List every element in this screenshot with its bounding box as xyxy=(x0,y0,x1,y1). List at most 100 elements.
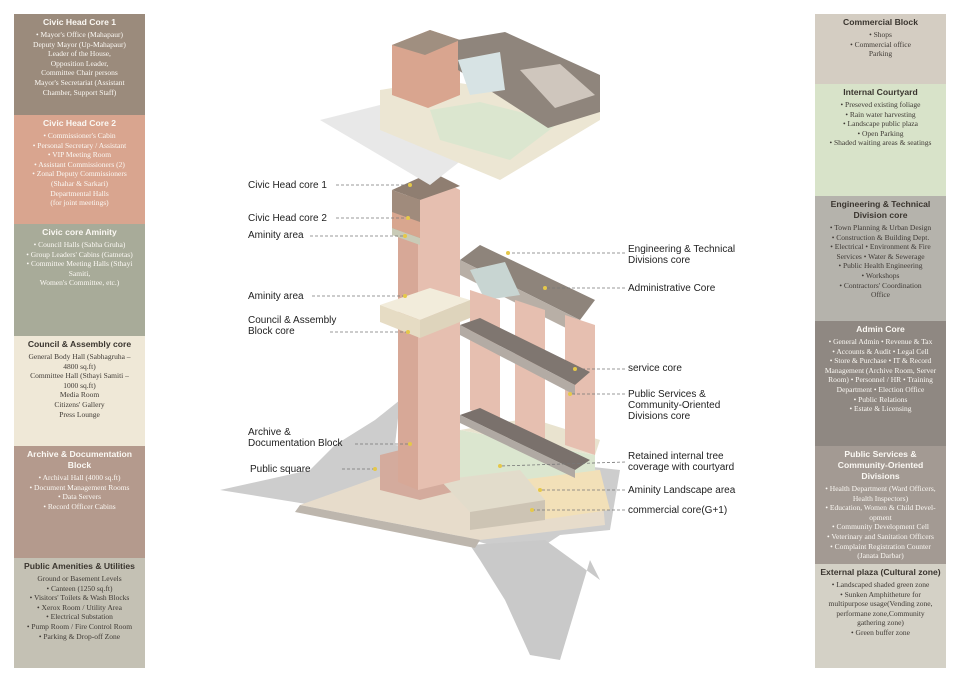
legend-item: • Construction & Building Dept. xyxy=(831,232,930,242)
legend-item: • Assistant Commissioners (2) xyxy=(34,159,125,169)
legend-panel-list: • Landscaped shaded green zone• Sunken A… xyxy=(819,580,942,638)
legend-item: • Store & Purchase • IT & Record xyxy=(829,356,932,366)
legend-panel-civic-head-core-2: Civic Head Core 2• Commissioner's Cabin•… xyxy=(14,115,145,224)
legend-panel-list: • Mayor's Office (Mahapaur)Deputy Mayor … xyxy=(18,30,141,97)
legend-panel-title: Public Amenities & Utilities xyxy=(24,561,135,571)
legend-item: Mayor's Secretariat (Assistant xyxy=(34,77,125,87)
legend-item: • Document Management Rooms xyxy=(29,482,130,492)
legend-item: • Electrical • Environment & Fire xyxy=(830,242,931,252)
legend-item: • Zonal Deputy Commissioners xyxy=(32,169,127,179)
legend-item: • Rain water harvesting xyxy=(845,109,916,119)
legend-item: Departmental Halls xyxy=(50,188,109,198)
legend-panel-list: • Preseved existing foliage• Rain water … xyxy=(819,100,942,148)
legend-item: • Preseved existing foliage xyxy=(840,100,921,109)
legend-panel-archive-documentation-block: Archive & Documentation Block • Archival … xyxy=(14,446,145,558)
legend-item: Women's Committee, etc.) xyxy=(39,278,120,288)
legend-item: • Shops xyxy=(869,30,892,39)
legend-panel-list: Ground or Basement Levels• Canteen (1250… xyxy=(18,574,141,641)
admin-stack xyxy=(460,245,595,478)
label-administrative-core: Administrative Core xyxy=(628,283,716,294)
legend-item: (Shahar & Sarkari) xyxy=(50,178,109,188)
legend-panel-civic-core-aminity: Civic core Aminity• Council Halls (Sabha… xyxy=(14,224,145,336)
legend-panel-admin-core: Admin Core• General Admin • Revenue & Ta… xyxy=(815,321,946,446)
label-public-services-core: Public Services & Community-Oriented Div… xyxy=(628,389,721,422)
legend-panel-list: • Town Planning & Urban Design• Construc… xyxy=(819,223,942,300)
legend-item: Office xyxy=(870,290,891,300)
legend-panel-title: Internal Courtyard xyxy=(843,87,918,97)
legend-item: Parking xyxy=(868,49,893,59)
legend-panel-title: External plaza (Cultural zone) xyxy=(820,567,941,577)
legend-item: • Commercial office xyxy=(850,39,911,49)
legend-panel-list: General Body Hall (Sabhagruha –4800 sq.f… xyxy=(18,352,141,419)
legend-item: • Canteen (1250 sq.ft) xyxy=(46,583,113,593)
main-tower xyxy=(392,172,460,490)
legend-panel-title: Engineering & Technical Division core xyxy=(830,199,931,220)
legend-panel-title: Archive & Documentation Block xyxy=(26,449,133,470)
legend-item: • Electrical Substation xyxy=(46,612,113,622)
legend-panel-list: • Commissioner's Cabin• Personal Secreta… xyxy=(18,131,141,208)
legend-panel-list: • Archival Hall (4000 sq.ft)• Document M… xyxy=(18,473,141,511)
label-aminity-landscape-area: Aminity Landscape area xyxy=(628,485,736,496)
label-retained-tree-coverage: Retained internal tree coverage with cou… xyxy=(628,451,735,473)
legend-item: • Veterinary and Sanitation Officers xyxy=(827,531,934,541)
legend-item: • Data Servers xyxy=(57,492,102,502)
legend-item: • Town Planning & Urban Design xyxy=(829,223,932,232)
legend-item: Room) • Personnel / HR • Training xyxy=(828,375,933,385)
legend-item: • Xerox Room / Utility Area xyxy=(37,602,122,612)
legend-item: Department • Election Office xyxy=(836,384,925,394)
legend-item: • VIP Meeting Room xyxy=(47,150,112,160)
legend-item: Committee Chair persons xyxy=(41,68,118,78)
legend-panel-list: • Council Halls (Sabha Gruha)• Group Lea… xyxy=(18,240,141,288)
legend-item: • Landscape public plaza xyxy=(843,119,918,129)
label-aminity-area-lower: Aminity area xyxy=(248,291,304,302)
top-roof-cluster xyxy=(320,30,600,185)
legend-panel-list: • General Admin • Revenue & Tax• Account… xyxy=(819,337,942,414)
legend-item: • Community Development Cell xyxy=(832,522,929,532)
legend-panel-commercial-block: Commercial Block • Shops• Commercial offi… xyxy=(815,14,946,84)
legend-item: • General Admin • Revenue & Tax xyxy=(828,337,933,346)
legend-item: • Council Halls (Sabha Gruha) xyxy=(33,240,126,249)
legend-panel-title: Civic Head Core 1 xyxy=(42,17,117,27)
legend-item: Ground or Basement Levels xyxy=(37,574,122,583)
legend-item: • Commissioner's Cabin xyxy=(43,131,116,140)
legend-item: • Mayor's Office (Mahapaur) xyxy=(36,30,123,39)
legend-item: • Public Health Engineering xyxy=(838,261,923,271)
legend-panel-title: Commercial Block xyxy=(843,17,918,27)
legend-item: • Committee Meeting Halls (Sthayi xyxy=(26,259,133,269)
legend-item: Citizens' Gallery xyxy=(54,399,105,409)
council-assembly-slab xyxy=(380,288,470,338)
legend-item: • Open Parking xyxy=(857,128,904,138)
legend-item: • Complaint Registration Counter xyxy=(830,541,931,551)
legend-item: General Body Hall (Sabhagruha – xyxy=(28,352,131,361)
legend-item: Services • Water & Sewerage xyxy=(836,251,925,261)
legend-panel-external-plaza: External plaza (Cultural zone) • Landscap… xyxy=(815,564,946,668)
legend-item: • Visitors' Toilets & Wash Blocks xyxy=(29,593,130,603)
legend-item: (for joint meetings) xyxy=(50,198,109,208)
legend-panel-public-services-community: Public Services & Community-Oriented Div… xyxy=(815,446,946,564)
legend-item: • Record Officer Cabins xyxy=(43,501,116,511)
legend-item: Samiti, xyxy=(68,268,91,278)
label-archive-documentation-block: Archive & Documentation Block xyxy=(248,427,343,449)
legend-item: opment xyxy=(869,512,892,522)
legend-item: • Shaded waiting areas & seatings xyxy=(829,138,932,148)
label-council-assembly-block-core: Council & Assembly Block core xyxy=(248,315,337,337)
legend-item: Media Room xyxy=(59,390,100,400)
legend-item: Deputy Mayor (Up-Mahapaur) xyxy=(33,39,126,49)
legend-item: • Landscaped shaded green zone xyxy=(831,580,930,589)
legend-item: Chamber, Support Staff) xyxy=(42,87,117,97)
legend-item: (Janata Darbar) xyxy=(857,551,904,561)
legend-item: • Archival Hall (4000 sq.ft) xyxy=(38,473,121,482)
callout-markers xyxy=(373,183,577,512)
label-civic-head-core-2: Civic Head core 2 xyxy=(248,213,327,224)
legend-item: • Health Department (Ward Officers, xyxy=(825,484,936,493)
label-aminity-area-upper: Aminity area xyxy=(248,230,304,241)
legend-item: • Sunken Amphitheture for xyxy=(840,589,921,599)
legend-panel-title: Public Services & Community-Oriented Div… xyxy=(837,449,924,481)
label-commercial-core: commercial core(G+1) xyxy=(628,505,728,516)
legend-panel-list: • Health Department (Ward Officers,Healt… xyxy=(819,484,942,561)
legend-item: 1000 sq.ft) xyxy=(63,380,96,390)
